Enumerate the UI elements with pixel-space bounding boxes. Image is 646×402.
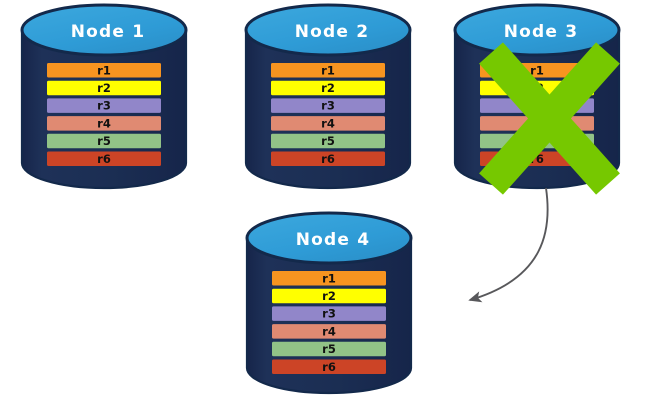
- recovery-arrow: [468, 187, 549, 303]
- cylinder-top-ellipse: [244, 3, 412, 57]
- row-bar-r2[interactable]: [47, 80, 161, 96]
- cylinder-top-ellipse: [245, 211, 413, 265]
- row-bar-r1[interactable]: [271, 63, 385, 78]
- row-label-r2: r2: [321, 81, 335, 95]
- row-label-r5: r5: [322, 342, 336, 356]
- row-bar-r2[interactable]: [271, 80, 385, 96]
- row-label-r4: r4: [321, 116, 335, 130]
- row-label-r5: r5: [321, 134, 335, 148]
- row-label-r1: r1: [97, 63, 111, 77]
- row-label-r3: r3: [97, 99, 111, 113]
- row-label-r6: r6: [322, 360, 336, 374]
- row-bar-r5[interactable]: [271, 133, 385, 149]
- row-label-r6: r6: [321, 152, 335, 166]
- arrow-layer: [468, 187, 549, 303]
- row-bar-r2[interactable]: [272, 288, 386, 304]
- row-label-r6: r6: [97, 152, 111, 166]
- node-label: Node 3: [504, 22, 579, 42]
- row-label-r1: r1: [530, 63, 544, 77]
- row-bar-r3[interactable]: [272, 306, 386, 321]
- row-label-r3: r3: [321, 99, 335, 113]
- row-bar-r4[interactable]: [271, 116, 385, 131]
- row-bar-r5[interactable]: [47, 133, 161, 149]
- database-node-2[interactable]: Node 2 r1 r2 r3 r4 r5 r6: [244, 3, 412, 190]
- row-bar-r6[interactable]: [47, 151, 161, 167]
- green-x-mark: [479, 42, 620, 195]
- node-label: Node 1: [71, 22, 146, 42]
- row-label-r2: r2: [322, 289, 336, 303]
- row-bar-r6[interactable]: [272, 359, 386, 375]
- database-node-4[interactable]: Node 4 r1 r2 r3 r4 r5 r6: [245, 211, 413, 395]
- failure-mark-layer: [479, 42, 620, 195]
- row-label-r5: r5: [97, 134, 111, 148]
- row-bar-r5[interactable]: [272, 341, 386, 357]
- row-bar-r3[interactable]: [47, 98, 161, 113]
- row-bar-r4[interactable]: [47, 116, 161, 131]
- row-label-r3: r3: [322, 307, 336, 321]
- database-node-1[interactable]: Node 1 r1 r2 r3 r4 r5 r6: [20, 3, 188, 190]
- cylinder-top-ellipse: [20, 3, 188, 57]
- row-bar-r1[interactable]: [272, 271, 386, 286]
- row-bar-r3[interactable]: [271, 98, 385, 113]
- node-label: Node 4: [296, 230, 371, 250]
- row-label-r2: r2: [97, 81, 111, 95]
- row-bar-r6[interactable]: [271, 151, 385, 167]
- row-label-r1: r1: [321, 63, 335, 77]
- row-label-r4: r4: [97, 116, 111, 130]
- row-label-r1: r1: [322, 271, 336, 285]
- row-label-r4: r4: [322, 324, 336, 338]
- node-label: Node 2: [295, 22, 370, 42]
- x-mark-stroke-b: [479, 42, 620, 195]
- cylinder-top-ellipse: [453, 3, 621, 57]
- row-bar-r1[interactable]: [47, 63, 161, 78]
- row-bar-r4[interactable]: [272, 324, 386, 339]
